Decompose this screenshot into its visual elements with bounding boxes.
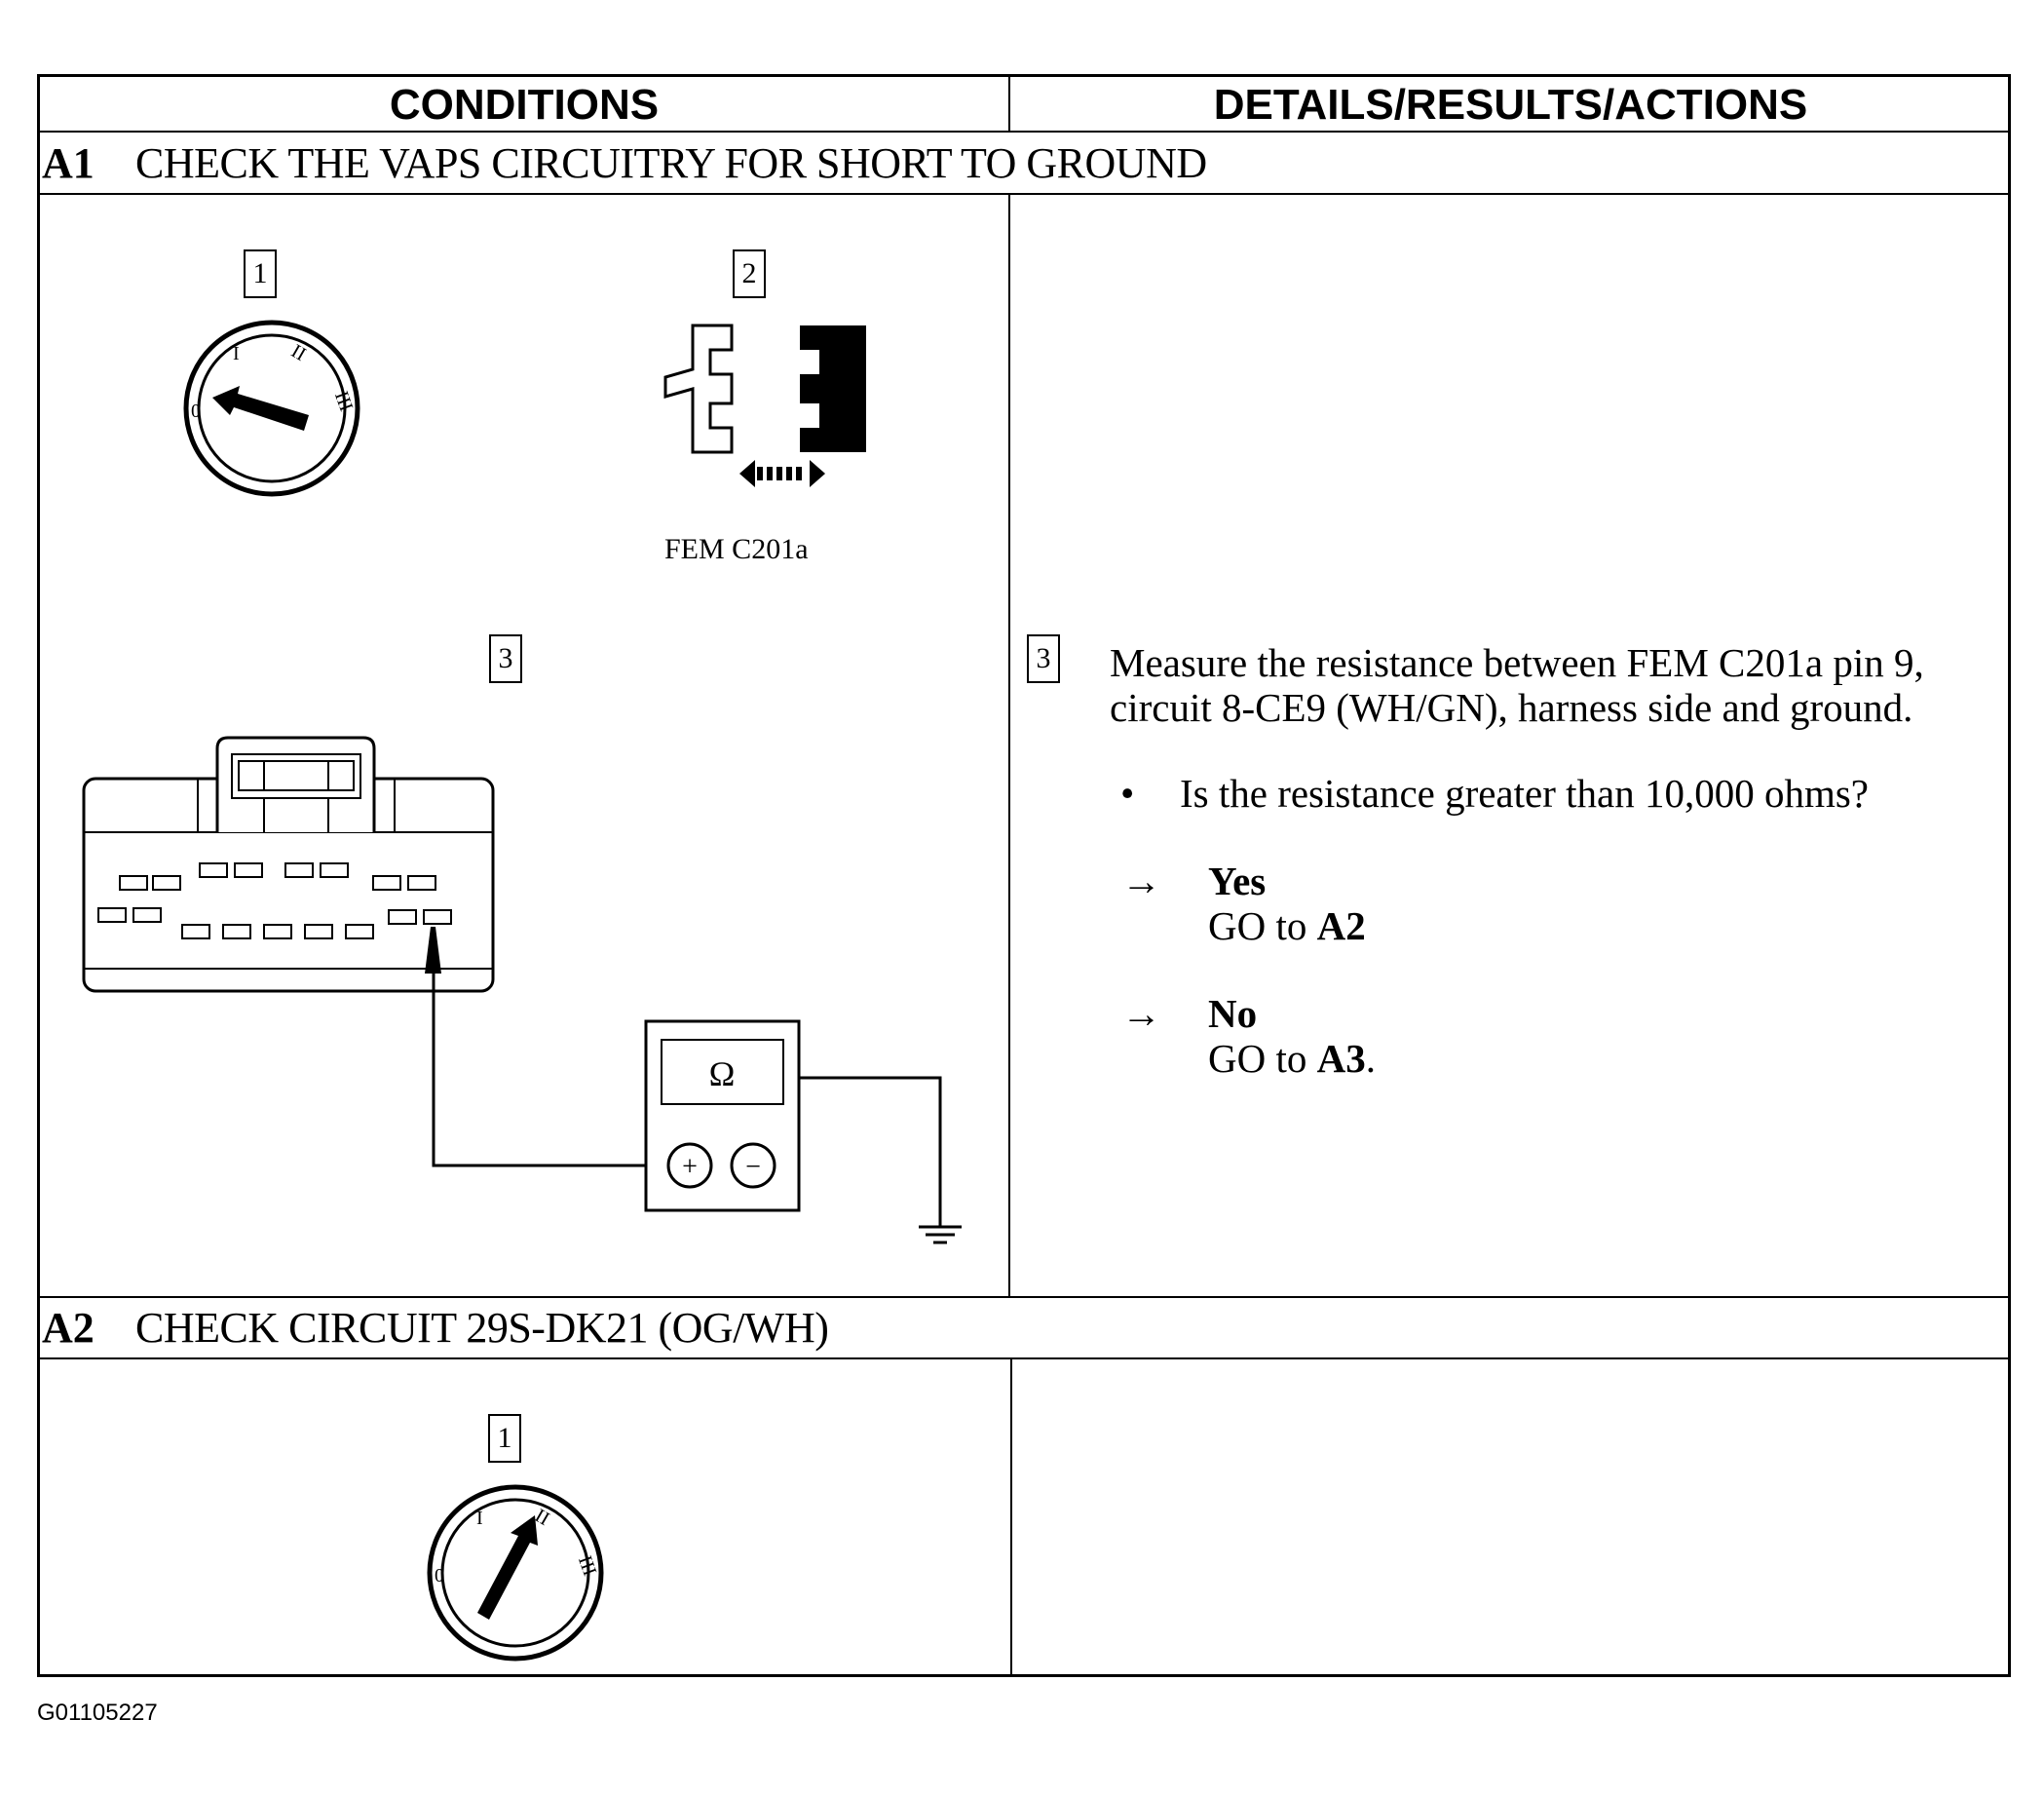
a2-step-box-1: 1 [488, 1414, 521, 1463]
step-a1-heading: A1 CHECK THE VAPS CIRCUITRY FOR SHORT TO… [42, 134, 1207, 192]
ohm-symbol: Ω [709, 1054, 736, 1093]
no-target: A3 [1316, 1036, 1366, 1081]
connector-caption: FEM C201a [664, 533, 809, 565]
a1-step-box-2: 2 [733, 249, 766, 298]
step-a2-id: A2 [42, 1303, 95, 1352]
ignition-mark-0: 0 [191, 401, 201, 422]
ignition-mark-i: I [476, 1508, 483, 1529]
conditions-header: CONDITIONS [389, 80, 660, 129]
header-divider [40, 131, 2008, 133]
a1-step-box-3: 3 [489, 634, 522, 683]
ignition-switch-run-icon: 0 I II III [427, 1484, 604, 1662]
yes-target: A2 [1316, 903, 1366, 948]
step-a2-title: CHECK CIRCUIT 29S-DK21 (OG/WH) [135, 1303, 829, 1352]
a1-bottom-divider [40, 1296, 2008, 1298]
a1-instruction: Measure the resistance between FEM C201a… [1110, 640, 1924, 730]
yes-arrow: → [1121, 859, 1161, 903]
minus-terminal-label: − [745, 1152, 761, 1182]
no-label: No [1208, 991, 1258, 1036]
a1-detail-box-3: 3 [1027, 634, 1060, 683]
ignition-mark-0: 0 [435, 1565, 444, 1586]
details-header: DETAILS/RESULTS/ACTIONS [1213, 80, 1808, 129]
yes-label: Yes [1208, 859, 1267, 903]
step-a2-heading: A2 CHECK CIRCUIT 29S-DK21 (OG/WH) [42, 1298, 829, 1357]
connector-disconnect-icon [663, 324, 866, 487]
figure-id: G01105227 [37, 1700, 158, 1726]
yes-result: Yes GO to A2 [1208, 859, 1366, 948]
a2-title-divider [40, 1357, 2008, 1359]
resistance-test-diagram: Ω + − [82, 736, 962, 1244]
a1-column-divider [1008, 194, 1010, 1297]
instruction-line-1: Measure the resistance between FEM C201a… [1110, 640, 1924, 685]
a1-question: Is the resistance greater than 10,000 oh… [1180, 771, 1870, 816]
fem-c201a-connector-icon [82, 736, 495, 993]
yes-action: GO to A2 [1208, 903, 1366, 948]
ground-icon [919, 1165, 962, 1244]
no-action: GO to A3. [1208, 1036, 1376, 1081]
plus-terminal-label: + [682, 1152, 698, 1182]
test-probe-icon [425, 927, 441, 974]
no-result: No GO to A3. [1208, 991, 1376, 1081]
ignition-switch-off-icon: 0 I II III [183, 320, 360, 497]
a1-step-box-1: 1 [244, 249, 277, 298]
a1-title-divider [40, 193, 2008, 195]
a1-question-bullet: • [1120, 771, 1135, 816]
header-column-divider [1008, 77, 1010, 133]
step-a1-title: CHECK THE VAPS CIRCUITRY FOR SHORT TO GR… [135, 138, 1207, 187]
step-a1-id: A1 [42, 138, 95, 187]
ohmmeter-icon: Ω + − [644, 1019, 801, 1212]
diagnostic-table: CONDITIONS DETAILS/RESULTS/ACTIONS A1 CH… [37, 74, 2011, 1677]
no-arrow: → [1121, 991, 1161, 1036]
ignition-mark-i: I [233, 343, 240, 364]
instruction-line-2: circuit 8-CE9 (WH/GN), harness side and … [1110, 685, 1913, 730]
a2-column-divider [1010, 1358, 1012, 1677]
